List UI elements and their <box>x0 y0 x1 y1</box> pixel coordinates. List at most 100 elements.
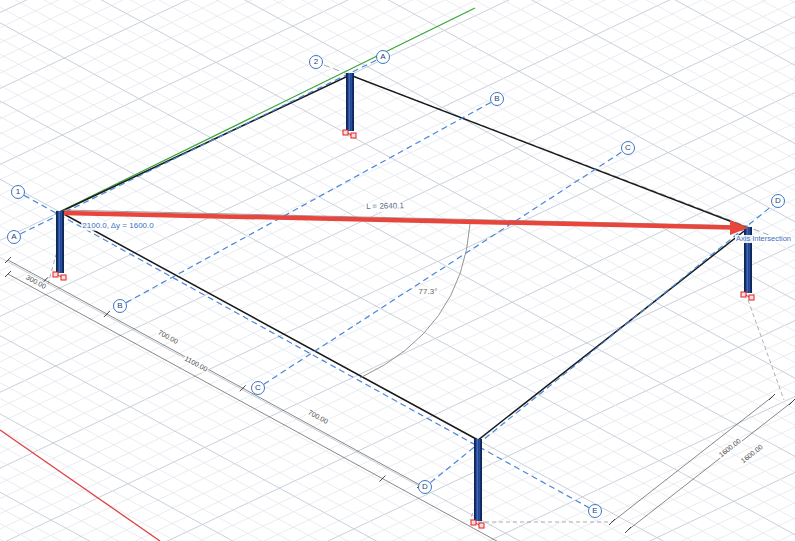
dimension-tick <box>625 527 631 533</box>
extension-line <box>478 522 612 523</box>
grid-label: D <box>422 483 428 491</box>
measure-arrow <box>64 213 733 228</box>
annotation-label: 700.00 <box>306 408 330 426</box>
grid-axis-line <box>264 152 622 384</box>
support-symbol <box>53 272 66 280</box>
grid-line <box>0 0 604 541</box>
grid-label: D <box>775 197 781 205</box>
grid-line <box>0 0 588 541</box>
grid-label: A <box>380 53 385 61</box>
dimension-line <box>612 397 772 522</box>
grid-bubble: A <box>376 50 390 64</box>
dimension-tick <box>5 271 11 277</box>
grid-bubble: C <box>251 381 265 395</box>
angle-arc <box>360 224 470 378</box>
dimension-tick <box>5 257 11 263</box>
dimension-line <box>8 274 612 541</box>
grid-line <box>0 0 727 541</box>
y-axis <box>55 8 475 214</box>
grid-line <box>0 0 696 541</box>
grid-label: A <box>11 233 16 241</box>
support-symbol <box>471 520 484 528</box>
grid-label: 2 <box>314 58 318 66</box>
x-axis <box>0 430 160 541</box>
dimension-tick <box>769 394 775 400</box>
grid-line <box>0 0 650 541</box>
frame-beams <box>60 75 748 440</box>
annotation-label: 1600.00 <box>717 437 743 460</box>
grid-bubble: B <box>113 299 127 313</box>
annotation-label: Axis Intersection <box>735 235 792 243</box>
grid-label: B <box>494 95 499 103</box>
grid-label: E <box>592 507 597 515</box>
dimension-line <box>8 260 420 485</box>
dimension-tick <box>104 311 110 317</box>
grid-bubble: B <box>490 92 504 106</box>
grid-line <box>0 17 795 541</box>
measure-arrowhead <box>730 220 748 235</box>
dimension-line <box>628 402 792 530</box>
grid-label: C <box>625 144 631 152</box>
grid-bubble: 1 <box>11 185 25 199</box>
grid-line <box>0 74 795 541</box>
dimension-tick <box>379 476 385 482</box>
support-symbol <box>343 130 356 138</box>
annotation-label: L = 2640.1 <box>365 202 405 211</box>
grid-bubble: D <box>418 480 432 494</box>
grid-line <box>0 0 681 541</box>
grid-line <box>0 0 573 541</box>
grid-axis-line <box>24 195 589 507</box>
extension-line <box>748 300 784 400</box>
annotation-label: 2100.0, Δy = 1600.0 <box>81 222 154 231</box>
grid-line <box>0 82 795 541</box>
grid-label: B <box>117 302 122 310</box>
dimension-tick <box>789 399 795 405</box>
